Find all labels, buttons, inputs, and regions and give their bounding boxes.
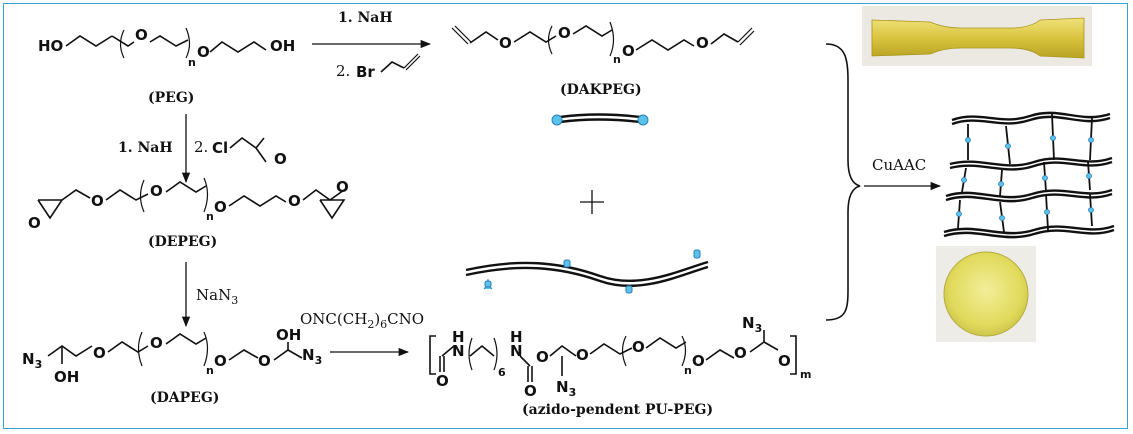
pu-peg-n-2: N: [510, 342, 523, 360]
pu-peg-label: (azido-pendent PU-PEG): [522, 402, 713, 418]
dapeg-oh-right: OH: [276, 326, 301, 344]
pu-peg-m-subscript: m: [800, 368, 811, 381]
dapeg-n-subscript: n: [206, 364, 214, 377]
step3-reagent: NaN3: [196, 286, 238, 307]
dapeg-n3-right: N3: [302, 346, 322, 367]
step2-epoxide-o: O: [274, 150, 287, 168]
dakpeg-label: (DAKPEG): [560, 82, 642, 98]
dakpeg-cartoon: [551, 113, 649, 126]
dakpeg-structure: O O n O O (DAKPEG): [451, 21, 755, 98]
peg-structure: HO O n O OH (PEG): [38, 26, 295, 106]
depeg-n-subscript: n: [206, 210, 214, 223]
dapeg-o-2: O: [150, 334, 163, 352]
dapeg-o-4: O: [258, 352, 271, 370]
pu-peg-o-ester: O: [536, 348, 549, 366]
pu-peg-h-1: H: [452, 328, 465, 346]
depeg-epox-o-left: O: [28, 214, 41, 232]
step1-reagent-a: 1. NaH: [338, 10, 393, 26]
pu-peg-n-subscript: n: [684, 364, 692, 377]
peg-n-subscript: n: [188, 56, 196, 69]
dapeg-n3-left: N3: [22, 350, 42, 371]
pu-peg-o-4: O: [734, 344, 747, 362]
step1-reagent-b: 2.: [336, 62, 350, 80]
curly-brace: [825, 43, 861, 321]
dapeg-oh-left: OH: [54, 368, 79, 386]
step4-reagent: ONC(CH2)6CNO: [300, 310, 424, 331]
pu-peg-carbonyl-o-1: O: [436, 372, 449, 390]
dakpeg-o-4: O: [696, 34, 709, 52]
disk-sample-photo: [936, 246, 1036, 342]
plus-sign: [580, 190, 604, 214]
dapeg-o-3: O: [214, 352, 227, 370]
dapeg-structure: N3 OH O O n O O OH N3 (DAPEG): [22, 326, 322, 406]
step4-arrow: ONC(CH2)6CNO: [300, 310, 424, 357]
depeg-o-2: O: [150, 182, 163, 200]
pu-peg-n3-pendant: N3: [556, 378, 576, 399]
cuaac-arrow: CuAAC: [864, 156, 942, 191]
dapeg-o-1: O: [93, 344, 106, 362]
peg-label: (PEG): [148, 90, 194, 106]
pu-peg-h-2: H: [510, 328, 523, 346]
pu-peg-o-2: O: [632, 338, 645, 356]
step1-br: Br: [356, 63, 375, 81]
step1-arrow: 1. NaH 2. Br: [312, 10, 432, 81]
depeg-epox-o-right: O: [336, 178, 349, 196]
pu-peg-o-1: O: [576, 346, 589, 364]
depeg-o-3: O: [214, 198, 227, 216]
pu-peg-o-3: O: [692, 352, 705, 370]
pu-peg-cartoon: [465, 249, 709, 294]
depeg-o-4: O: [288, 192, 301, 210]
step2-arrow: 1. NaH 2. Cl O: [118, 114, 287, 184]
dakpeg-n-subscript: n: [613, 53, 621, 66]
depeg-label: (DEPEG): [148, 234, 217, 250]
peg-o-1: O: [135, 26, 148, 44]
depeg-o-1: O: [91, 192, 104, 210]
pu-peg-six: 6: [498, 366, 506, 379]
step3-arrow: NaN3: [181, 262, 238, 328]
peg-o-2: O: [197, 43, 210, 61]
pu-peg-n3-top: N3: [742, 314, 762, 335]
dakpeg-o-3: O: [622, 42, 635, 60]
pu-peg-n-1: N: [452, 342, 465, 360]
depeg-structure: O O O n O O O (DEPEG): [28, 177, 349, 250]
pu-peg-carbonyl-o-2: O: [524, 382, 537, 400]
dogbone-sample-photo: [862, 6, 1092, 66]
dapeg-label: (DAPEG): [150, 390, 219, 406]
cuaac-label: CuAAC: [872, 156, 926, 174]
pu-peg-structure: O H N 6 H N O O N3 O O n O O N3 O: [429, 314, 811, 418]
figure-frame: [3, 3, 1128, 429]
dakpeg-o-1: O: [499, 34, 512, 52]
crosslinked-network: [943, 111, 1115, 239]
step2-reagent-a: 1. NaH: [118, 140, 173, 156]
step2-cl: Cl: [212, 139, 228, 157]
dakpeg-o-2: O: [558, 24, 571, 42]
peg-ho-label: HO: [38, 37, 63, 55]
step2-reagent-b: 2.: [194, 138, 208, 156]
peg-oh-label: OH: [270, 37, 295, 55]
pu-peg-o-5: O: [778, 352, 791, 370]
